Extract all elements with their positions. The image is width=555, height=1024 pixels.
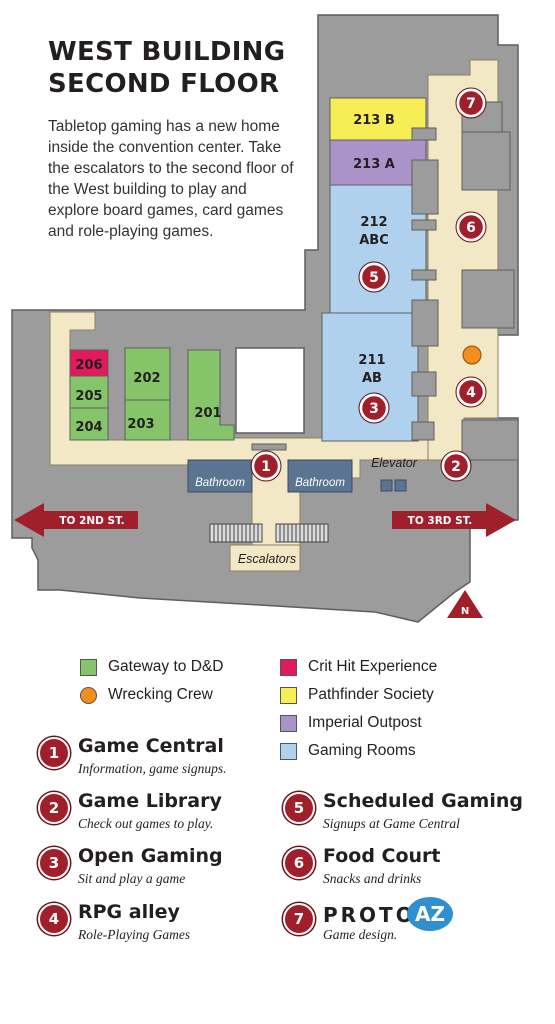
- room-202: [124, 347, 171, 401]
- key-subtitle: Sit and play a game: [78, 871, 186, 886]
- logo-badge: AZ: [407, 897, 453, 931]
- map-marker-label: 5: [369, 270, 379, 286]
- key-subtitle: Snacks and drinks: [323, 871, 422, 886]
- key-number-badge: 2: [38, 792, 70, 824]
- legend-swatch: [80, 687, 97, 704]
- key-number-badge: 4: [38, 903, 70, 935]
- map-marker-5: 5: [358, 261, 390, 293]
- legend-label: Wrecking Crew: [108, 686, 213, 703]
- open-atrium: [235, 347, 305, 434]
- arrow-to-2nd-st: [14, 503, 138, 537]
- legend-swatch: [280, 659, 297, 676]
- bathroom-left: [187, 459, 253, 493]
- service-blocks: [251, 101, 519, 461]
- label-202: 202: [133, 371, 160, 386]
- key-subtitle: Information, game signups.: [78, 761, 227, 776]
- map-marker-label: 1: [261, 459, 271, 475]
- logo-text: PROTO: [323, 903, 416, 927]
- key-title: Food Court: [323, 845, 441, 867]
- room-205: [69, 375, 109, 409]
- key-number-badge: 7: [283, 903, 315, 935]
- map-marker-label: 2: [451, 459, 461, 475]
- room-204: [69, 407, 109, 441]
- map-marker-label: 6: [466, 220, 476, 236]
- map-marker-7: 7: [455, 87, 487, 119]
- label-212: 212: [360, 215, 387, 230]
- label-212-abc: ABC: [359, 233, 389, 248]
- floor-map: 206 205 204 202 203 201 213 B 213 A 212 …: [11, 14, 519, 623]
- key-subtitle: Role-Playing Games: [78, 927, 191, 942]
- to-3rd-label: TO 3RD ST.: [408, 515, 473, 527]
- map-marker-2: 2: [440, 450, 472, 482]
- legend-label: Gaming Rooms: [308, 742, 416, 759]
- label-203: 203: [127, 417, 154, 432]
- legend-swatch: [280, 743, 297, 760]
- label-211: 211: [358, 353, 385, 368]
- escalators-label: Escalators: [238, 552, 296, 566]
- key-title: RPG alley: [78, 901, 180, 923]
- room-203: [124, 399, 171, 441]
- legend-swatch: [280, 687, 297, 704]
- key-subtitle: Signups at Game Central: [323, 816, 460, 831]
- map-marker-6: 6: [455, 211, 487, 243]
- label-204: 204: [75, 420, 102, 435]
- room-206: [69, 349, 109, 377]
- key-number-badge: 5: [283, 792, 315, 824]
- intro-text: Tabletop gaming has a new home inside th…: [48, 118, 294, 240]
- map-marker-3: 3: [358, 392, 390, 424]
- north-indicator: [447, 590, 483, 618]
- legend-label: Imperial Outpost: [308, 714, 422, 731]
- room-213b: [329, 97, 427, 141]
- page-title: WEST BUILDING SECOND FLOOR: [48, 36, 308, 100]
- bathroom-right-label: Bathroom: [295, 477, 345, 489]
- bathroom-right: [287, 459, 353, 493]
- key-number-badge: 3: [38, 847, 70, 879]
- key-title: Game Library: [78, 790, 222, 812]
- map-marker-4: 4: [455, 376, 487, 408]
- key-title: Scheduled Gaming: [323, 790, 523, 812]
- title-line-2: SECOND FLOOR: [48, 69, 280, 99]
- map-marker-label: 4: [466, 385, 476, 401]
- key-subtitle: Check out games to play.: [78, 816, 214, 831]
- map-marker-1: 1: [250, 450, 282, 482]
- label-206: 206: [75, 358, 102, 373]
- legend-label: Crit Hit Experience: [308, 658, 438, 675]
- bathroom-left-label: Bathroom: [195, 477, 245, 489]
- key-number-badge: 6: [283, 847, 315, 879]
- label-205: 205: [75, 389, 102, 404]
- key-number-badge: 1: [38, 737, 70, 769]
- room-201: [187, 349, 235, 441]
- map-marker-label: 3: [369, 401, 379, 417]
- map-marker-label: 7: [466, 96, 476, 112]
- key-subtitle: Game design.: [323, 927, 398, 942]
- label-201: 201: [194, 406, 221, 421]
- elevator-box-1: [380, 479, 393, 492]
- elevator-label: Elevator: [371, 456, 418, 470]
- legend-label: Gateway to D&D: [108, 658, 224, 675]
- legend-swatch: [80, 659, 97, 676]
- elevator-box-2: [394, 479, 407, 492]
- key-title: Open Gaming: [78, 845, 223, 867]
- key-title: Game Central: [78, 735, 224, 757]
- room-213a: [329, 139, 427, 186]
- label-211-ab: AB: [362, 371, 382, 386]
- label-213a: 213 A: [353, 157, 395, 172]
- title-line-1: WEST BUILDING: [48, 37, 286, 67]
- label-213b: 213 B: [353, 113, 395, 128]
- to-2nd-label: TO 2ND ST.: [59, 515, 124, 527]
- arrow-to-3rd-st: [392, 503, 516, 537]
- legend-label: Pathfinder Society: [308, 686, 434, 703]
- escalators: [209, 523, 329, 543]
- wrecking-crew-dot: [462, 345, 482, 365]
- north-label: N: [461, 606, 469, 617]
- legend-swatch: [280, 715, 297, 732]
